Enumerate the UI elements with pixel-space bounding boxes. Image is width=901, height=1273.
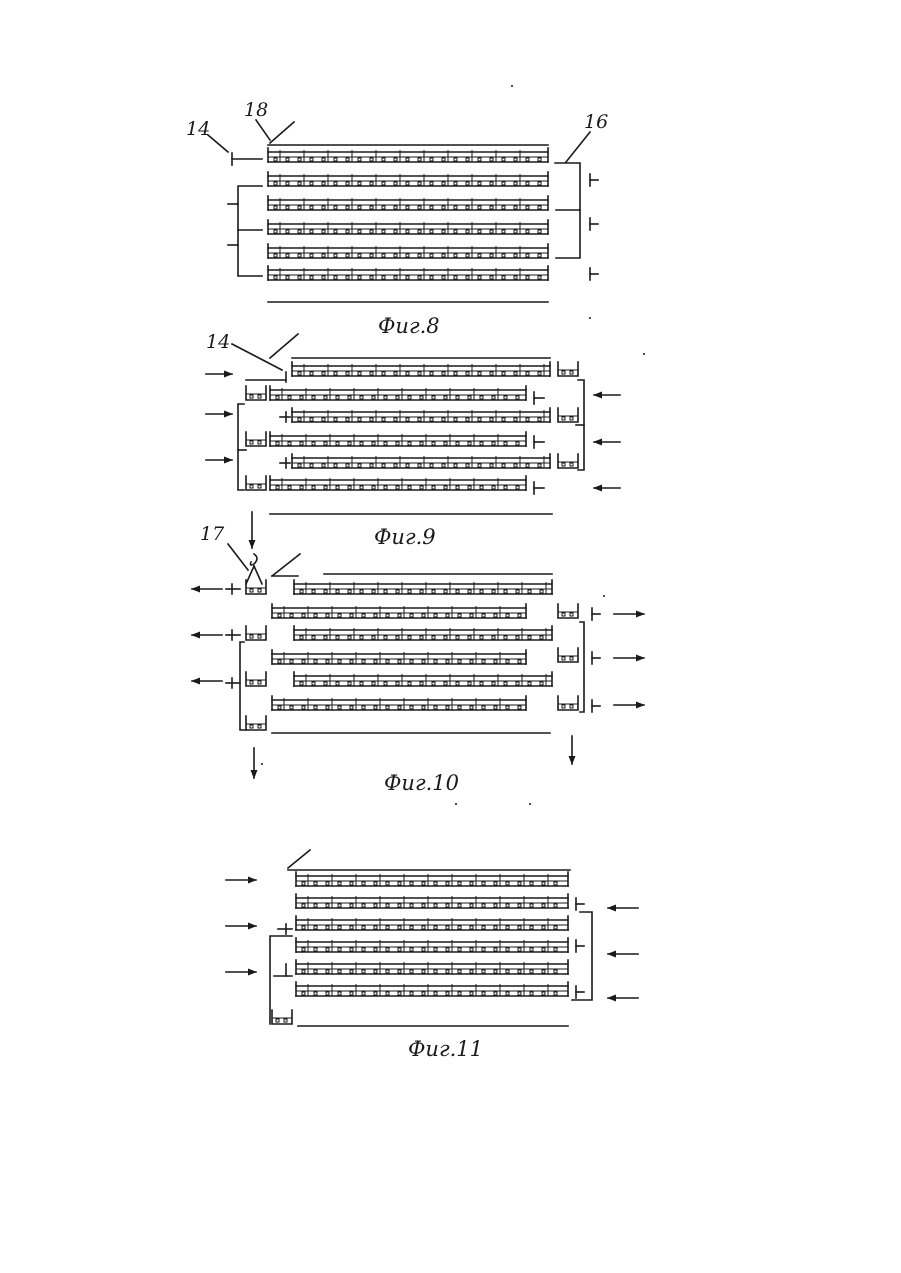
ref-17: 17 (200, 523, 225, 545)
tray-box (558, 362, 578, 376)
tier-stack (268, 148, 548, 280)
shelf-row (272, 696, 526, 710)
tray-box (558, 408, 578, 422)
left-manifold (238, 404, 244, 490)
reference-mark (288, 850, 310, 868)
tray-box (246, 476, 266, 490)
leader-18 (256, 120, 270, 140)
shelf-row (296, 872, 568, 886)
end-trays (246, 362, 578, 490)
shelf-row (294, 580, 552, 594)
scan-specks (261, 85, 645, 805)
shelf-row (294, 626, 552, 640)
tray-box (558, 648, 578, 662)
right-manifold (572, 912, 592, 1000)
left-manifold (240, 642, 246, 730)
shelf-row (268, 220, 548, 234)
left-manifold (238, 186, 262, 276)
ref-16: 16 (584, 111, 608, 133)
reference-mark-18 (270, 122, 294, 143)
figure-9: 14 Фиг.9 (206, 331, 620, 549)
end-trays (272, 1010, 292, 1024)
shelf-row (270, 386, 526, 400)
end-trays (246, 580, 578, 730)
tray-box (272, 1010, 292, 1024)
tier-stack (272, 580, 552, 710)
shelf-row (272, 604, 526, 618)
shelf-row (292, 408, 550, 422)
shelf-row (270, 476, 526, 490)
shelf-row (268, 196, 548, 210)
figure-11: Фиг.11 (226, 850, 638, 1061)
tray-box (246, 432, 266, 446)
shelf-row (294, 672, 552, 686)
left-manifold (270, 936, 292, 1024)
tray-box (246, 672, 266, 686)
shelf-row (296, 938, 568, 952)
tray-box (246, 386, 266, 400)
shelf-row (292, 362, 550, 376)
ref-14: 14 (186, 118, 210, 140)
reference-mark (270, 334, 298, 358)
ref-18: 18 (244, 99, 268, 121)
shelf-row (270, 432, 526, 446)
shelf-row (292, 454, 550, 468)
shelf-row (268, 148, 548, 162)
tray-box (558, 696, 578, 710)
figure-10: 17 Фиг.10 (192, 512, 644, 795)
figure-caption: Фиг.9 (374, 525, 436, 549)
reference-mark (272, 554, 300, 576)
tier-stack (296, 872, 568, 996)
hook-icon (250, 554, 257, 565)
tray-box (558, 604, 578, 618)
shelf-row (296, 982, 568, 996)
leader-16 (566, 132, 590, 162)
shelf-row (268, 172, 548, 186)
tray-box (246, 716, 266, 730)
leader-17 (228, 544, 248, 570)
tier-stack (270, 362, 550, 490)
figure-caption: Фиг.8 (378, 314, 440, 338)
figure-caption: Фиг.10 (384, 771, 459, 795)
shelf-row (268, 266, 548, 280)
ref-14: 14 (206, 331, 230, 353)
shelf-row (296, 916, 568, 930)
tray-box (246, 626, 266, 640)
sling-icon (246, 566, 262, 584)
tray-box (558, 454, 578, 468)
leader-14 (232, 344, 282, 370)
figure-8: 14 18 16 Фиг.8 (186, 99, 608, 338)
tray-box (246, 580, 266, 594)
shelf-row (296, 894, 568, 908)
shelf-row (272, 650, 526, 664)
figure-caption: Фиг.11 (408, 1037, 483, 1061)
shelf-row (268, 244, 548, 258)
shelf-row (296, 960, 568, 974)
leader-14 (208, 135, 228, 152)
right-manifold (580, 622, 584, 712)
